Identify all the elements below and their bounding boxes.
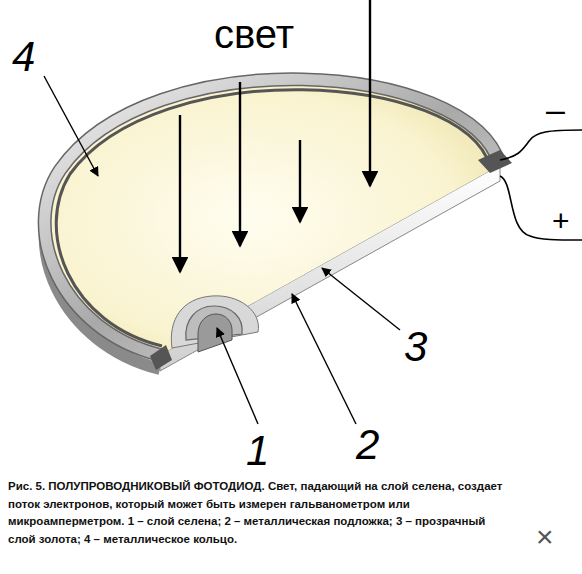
close-icon: × bbox=[536, 522, 554, 552]
callout-number: 3 bbox=[404, 326, 427, 368]
light-label: свет bbox=[214, 14, 294, 54]
callout-number: 4 bbox=[12, 36, 35, 78]
figure-caption: Рис. 5. ПОЛУПРОВОДНИКОВЫЙ ФОТОДИОД. Свет… bbox=[8, 478, 508, 548]
terminal-sign: + bbox=[552, 206, 570, 236]
callout-number: 1 bbox=[246, 430, 269, 472]
terminal-sign: – bbox=[546, 92, 565, 126]
callout-number: 2 bbox=[356, 424, 379, 466]
